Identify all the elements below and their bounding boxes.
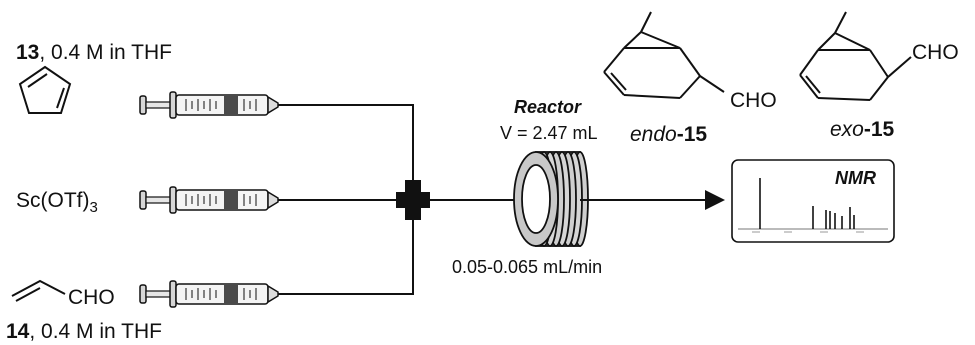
nmr-panel — [731, 159, 895, 243]
nmr-label: NMR — [835, 168, 876, 188]
reagent-14-label: 14, 0.4 M in THF — [6, 321, 162, 342]
catalyst-name: Sc(OTf) — [16, 189, 90, 212]
acrolein-structure — [11, 279, 66, 302]
endo-15-label: endo-15 — [630, 124, 707, 145]
compound-14-number: 14 — [6, 320, 30, 343]
syringe-bottom — [139, 280, 279, 308]
exo-number: -15 — [863, 118, 895, 141]
exo-prefix: exo — [830, 118, 864, 141]
reagent-13-description: , 0.4 M in THF — [39, 41, 173, 64]
syringe-middle — [139, 186, 279, 214]
reactor-coil — [513, 151, 589, 247]
endo-number: -15 — [676, 123, 708, 146]
exo-15-label: exo-15 — [830, 119, 894, 140]
reactor-title: Reactor — [514, 97, 582, 117]
endo-prefix: endo — [630, 123, 677, 146]
cyclopentadiene-structure — [18, 65, 72, 114]
tubing — [278, 104, 518, 295]
reagent-14-description: , 0.4 M in THF — [29, 320, 163, 343]
reagent-13-label: 13, 0.4 M in THF — [16, 42, 172, 63]
nmr-spectrum-peaks — [759, 178, 855, 229]
acrolein-cho-label: CHO — [68, 286, 115, 309]
flow-rate-label: 0.05-0.065 mL/min — [452, 257, 603, 277]
catalyst-subscript: 3 — [89, 199, 98, 217]
syringe-top — [139, 91, 279, 119]
catalyst-label: Sc(OTf)3 — [16, 190, 98, 215]
endo-15-structure — [603, 11, 725, 99]
exo-cho-label: CHO — [912, 41, 959, 64]
compound-13-number: 13 — [16, 41, 40, 64]
reactor-volume: V = 2.47 mL — [500, 123, 598, 143]
cross-mixer — [396, 180, 430, 220]
endo-cho-label: CHO — [730, 89, 777, 112]
exo-15-structure — [799, 11, 912, 101]
